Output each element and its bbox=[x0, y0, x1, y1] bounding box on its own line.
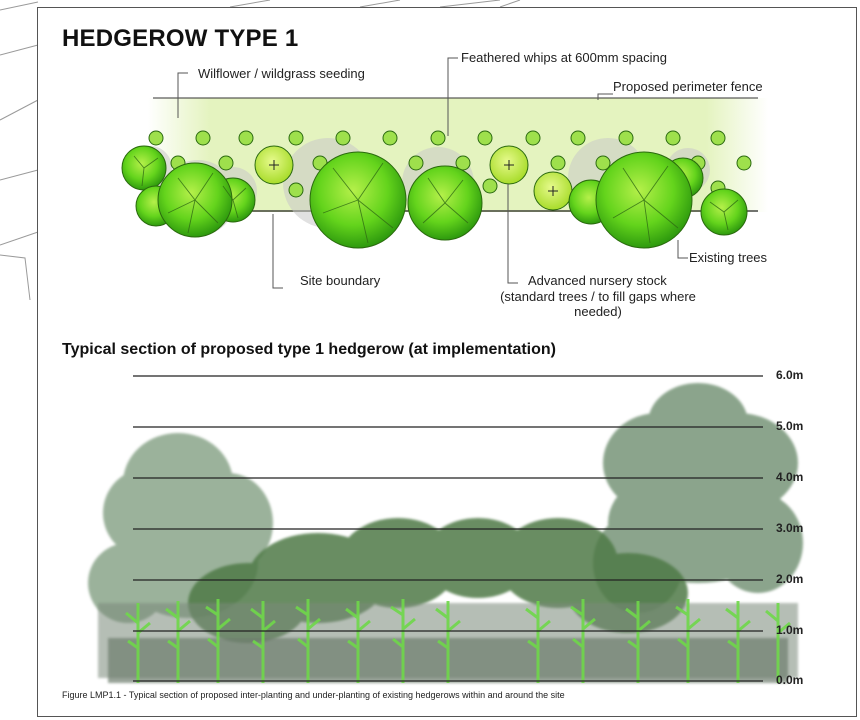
saplings bbox=[125, 599, 791, 683]
leader-wildflower bbox=[177, 72, 188, 118]
leader-existing-trees bbox=[677, 240, 688, 259]
leader-fence bbox=[597, 93, 613, 100]
height-label-1m: 1.0m bbox=[776, 623, 804, 637]
figure-caption: Figure LMP1.1 - Typical section of propo… bbox=[62, 690, 565, 700]
height-label-5m: 5.0m bbox=[776, 419, 804, 433]
label-feathered-whips: Feathered whips at 600mm spacing bbox=[461, 50, 667, 65]
page-title: HEDGEROW TYPE 1 bbox=[62, 25, 299, 52]
height-label-2m: 2.0m bbox=[776, 572, 804, 586]
section-title: Typical section of proposed type 1 hedge… bbox=[62, 341, 556, 358]
height-label-0m: 0.0m bbox=[776, 673, 804, 687]
leader-whips bbox=[447, 57, 458, 136]
hedgerow-section-view bbox=[88, 375, 803, 683]
label-site-boundary: Site boundary bbox=[300, 273, 381, 288]
label-wildflower-seeding: Wilflower / wildgrass seeding bbox=[198, 66, 365, 81]
label-nursery-note: (standard trees / to fill gaps where nee… bbox=[500, 289, 696, 319]
height-label-6m: 6.0m bbox=[776, 368, 804, 382]
hedgerow-plan-view bbox=[121, 57, 768, 289]
right-existing-tree bbox=[593, 383, 803, 613]
figure-frame: HEDGEROW TYPE 1 bbox=[37, 7, 857, 717]
height-label-4m: 4.0m bbox=[776, 470, 804, 484]
leader-nursery bbox=[507, 184, 518, 284]
leader-site-boundary bbox=[272, 214, 283, 289]
label-perimeter-fence: Proposed perimeter fence bbox=[613, 79, 763, 94]
label-existing-trees: Existing trees bbox=[689, 250, 768, 265]
label-nursery-stock: Advanced nursery stock bbox=[528, 273, 667, 288]
height-label-3m: 3.0m bbox=[776, 521, 804, 535]
